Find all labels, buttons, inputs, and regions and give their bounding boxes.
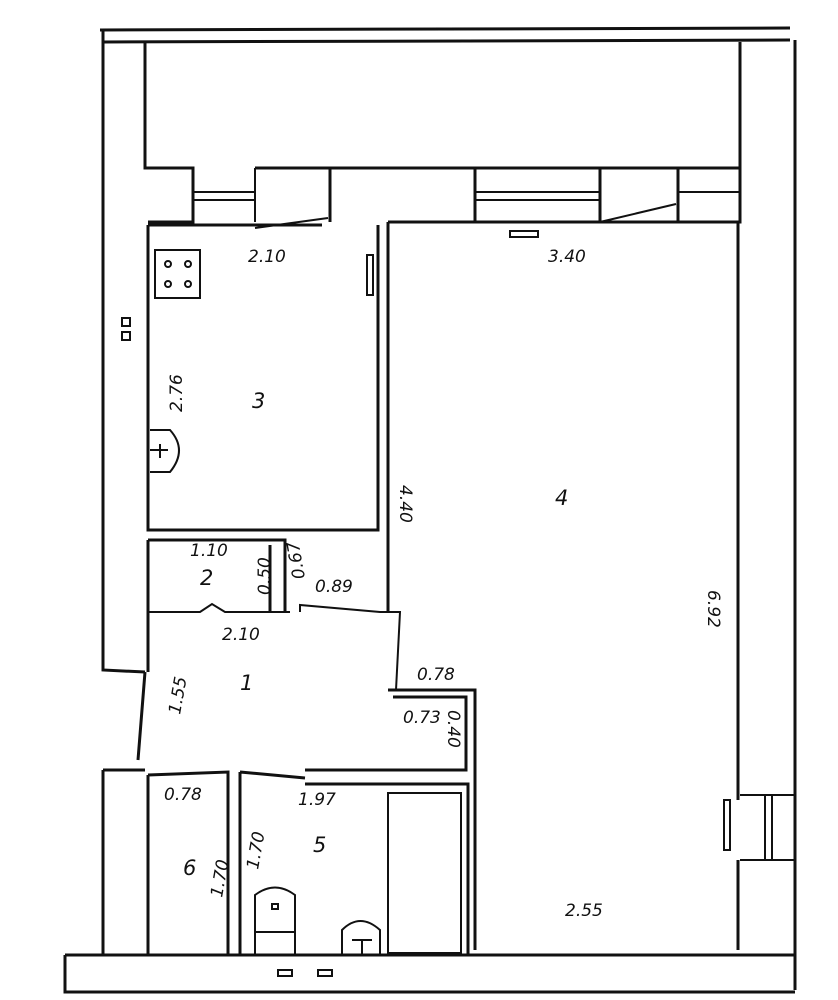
room6-length: 1.70	[207, 858, 233, 899]
hall-length: 1.55	[165, 675, 191, 716]
room-1-number: 1	[240, 671, 253, 695]
dim-0-67: 0.67	[284, 540, 310, 581]
room4-length: 6.92	[703, 590, 723, 628]
room6-width: 0.78	[164, 785, 202, 805]
stove-icon	[154, 249, 201, 299]
dim-0-89: 0.89	[315, 577, 353, 597]
room-6-number: 6	[183, 856, 196, 880]
sink-icon	[150, 429, 180, 473]
bath-length: 1.70	[243, 830, 269, 871]
kitchen-length: 2.76	[167, 374, 187, 412]
labels: 3 4 2 1 5 6 2.10 2.76 3.40 4.40 6.92 2.5…	[164, 247, 723, 921]
hall-width: 2.10	[222, 625, 260, 645]
dim-0-73: 0.73	[403, 708, 441, 728]
radiator-icons	[366, 230, 731, 851]
dim-0-78-niche: 0.78	[417, 665, 455, 685]
walls	[63, 26, 797, 994]
bath-width: 1.97	[298, 790, 336, 810]
dim-0-40: 0.40	[443, 710, 463, 748]
closet-width: 1.10	[190, 541, 228, 561]
kitchen-width: 2.10	[248, 247, 286, 267]
washbasin-icon	[341, 920, 381, 955]
closet-depth: 0.50	[255, 557, 275, 595]
room-3-number: 3	[252, 389, 265, 413]
toilet-icon	[254, 886, 296, 955]
room4-partition-length: 4.40	[395, 485, 415, 523]
room-4-number: 4	[555, 486, 568, 510]
room-2-number: 2	[200, 566, 213, 590]
room4-width: 3.40	[548, 247, 586, 267]
room4-bottom-width: 2.55	[565, 901, 603, 921]
room-5-number: 5	[313, 833, 326, 857]
